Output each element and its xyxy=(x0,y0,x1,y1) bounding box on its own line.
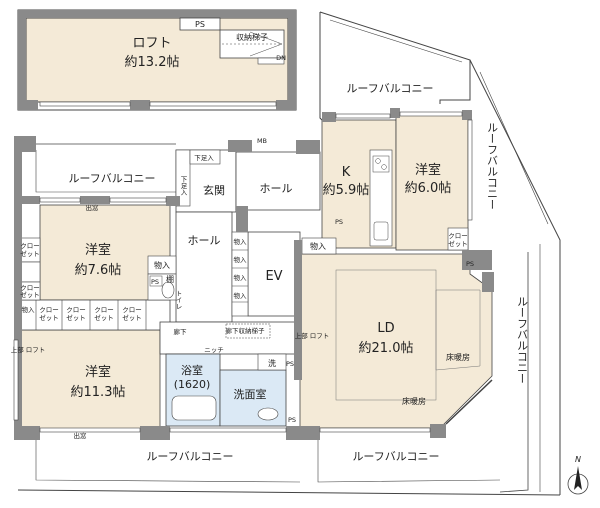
bay-window-2: 出窓 xyxy=(74,431,88,440)
ps-label-5: PS xyxy=(466,260,474,268)
floor-heating-1: 床暖房 xyxy=(446,352,470,362)
bath-name: 浴室 xyxy=(181,363,203,377)
closet-row xyxy=(19,299,171,331)
loft-ps-label: PS xyxy=(195,20,205,29)
ev-label: EV xyxy=(265,269,282,284)
balcony-label-bottom-left: ルーフバルコニー xyxy=(146,450,233,463)
north-label: N xyxy=(575,455,581,464)
hall-mid xyxy=(175,211,233,323)
walls xyxy=(14,108,494,440)
windows xyxy=(13,111,493,433)
loft-ladder-label: 収納梯子 xyxy=(236,32,268,42)
balcony-frames xyxy=(17,11,561,496)
bath-size: (1620) xyxy=(174,378,211,391)
closet-row-label-1: クロー xyxy=(39,306,59,314)
ps-label-4: PS xyxy=(335,218,343,226)
jobu-loft-right: 上部 ロフト xyxy=(295,331,330,340)
closet-label-1: クロー xyxy=(20,242,40,250)
hall-storage-2: 物入 xyxy=(234,255,248,264)
closet-row-label-2b: ゼット xyxy=(66,313,86,322)
ld-area: 約21.0帖 xyxy=(359,341,414,356)
north-arrow-icon: N xyxy=(567,455,589,495)
monoire-ld-label: 物入 xyxy=(310,241,326,251)
genkan-label: 玄関 xyxy=(203,183,225,197)
mb-label: MB xyxy=(257,137,267,145)
closet-label-2b: ゼット xyxy=(20,290,40,299)
closet-row-label-4b: ゼット xyxy=(122,313,142,322)
balcony-label-top: ルーフバルコニー xyxy=(346,82,433,95)
closet-ne-label-b: ゼット xyxy=(448,239,468,248)
closet-row-mono-label: 物入 xyxy=(22,305,36,314)
loft-name: ロフト xyxy=(132,36,171,51)
closet-label-1b: ゼット xyxy=(20,249,40,258)
loft-dn-label: DN xyxy=(276,54,286,62)
balcony-label-right-lower: ルーフバルコニー xyxy=(516,296,529,384)
hall-upper xyxy=(235,151,321,211)
hall-storage-1: 物入 xyxy=(234,237,248,246)
corridor-label: 廊下 xyxy=(174,327,188,336)
hall-mid-label: ホール xyxy=(188,234,221,247)
hall-storage-4: 物入 xyxy=(234,291,248,300)
bay-window-1: 出窓 xyxy=(86,203,100,212)
closet-ne-label: クロー xyxy=(448,232,468,240)
closet-row-label-3: クロー xyxy=(94,306,114,314)
closet-row-label-2: クロー xyxy=(66,306,86,314)
closet-row-label-4: クロー xyxy=(122,306,142,314)
balcony-label-left-upper: ルーフバルコニー xyxy=(68,172,155,185)
hall-upper-label: ホール xyxy=(260,182,293,195)
ps-label-1: PS xyxy=(151,278,159,286)
hall-storage-3: 物入 xyxy=(234,273,248,282)
western-ne-area: 約6.0帖 xyxy=(405,181,452,196)
balcony-label-right-upper: ルーフバルコニー xyxy=(486,122,499,210)
closet-row-label-1b: ゼット xyxy=(39,313,59,322)
kitchen-area: 約5.9帖 xyxy=(323,183,370,198)
ps-label-2: PS xyxy=(286,360,294,368)
tana-label: 棚 xyxy=(166,274,174,284)
floor-heating-2: 床暖房 xyxy=(402,396,426,406)
balcony-label-bottom-right: ルーフバルコニー xyxy=(352,450,439,463)
loft-area: 約13.2帖 xyxy=(125,55,180,70)
room-western-ne xyxy=(395,113,469,251)
toilet-label: トイレ xyxy=(174,290,182,310)
corridor-ladder-label: 廊下収納梯子 xyxy=(226,326,266,335)
closet-row-label-3b: ゼット xyxy=(94,313,114,322)
shoe-storage-label-1: 下足入 xyxy=(194,154,214,162)
jobu-loft-left: 上部 ロフト xyxy=(11,345,46,354)
ps-label-3: PS xyxy=(288,416,296,424)
loft-area: PS 収納梯子 DN ロフト 約13.2帖 xyxy=(17,9,297,111)
western-nw-area: 約7.6帖 xyxy=(75,263,122,278)
western-nw-name: 洋室 xyxy=(85,242,111,258)
room-western-sw xyxy=(19,329,161,431)
wash-label: 洗 xyxy=(268,358,276,368)
closet-label-2: クロー xyxy=(20,284,40,292)
washroom-name: 洗面室 xyxy=(234,387,267,401)
shoe-storage-label-2: 下足入 xyxy=(179,176,187,196)
kitchen-name: K xyxy=(342,165,351,180)
elevator xyxy=(247,231,301,317)
monoire-label: 物入 xyxy=(154,260,170,270)
western-sw-area: 約11.3帖 xyxy=(71,385,126,400)
niche-label: ニッチ xyxy=(204,346,224,354)
western-sw-name: 洋室 xyxy=(85,364,111,380)
western-ne-name: 洋室 xyxy=(415,162,441,178)
ld-name: LD xyxy=(377,321,394,336)
